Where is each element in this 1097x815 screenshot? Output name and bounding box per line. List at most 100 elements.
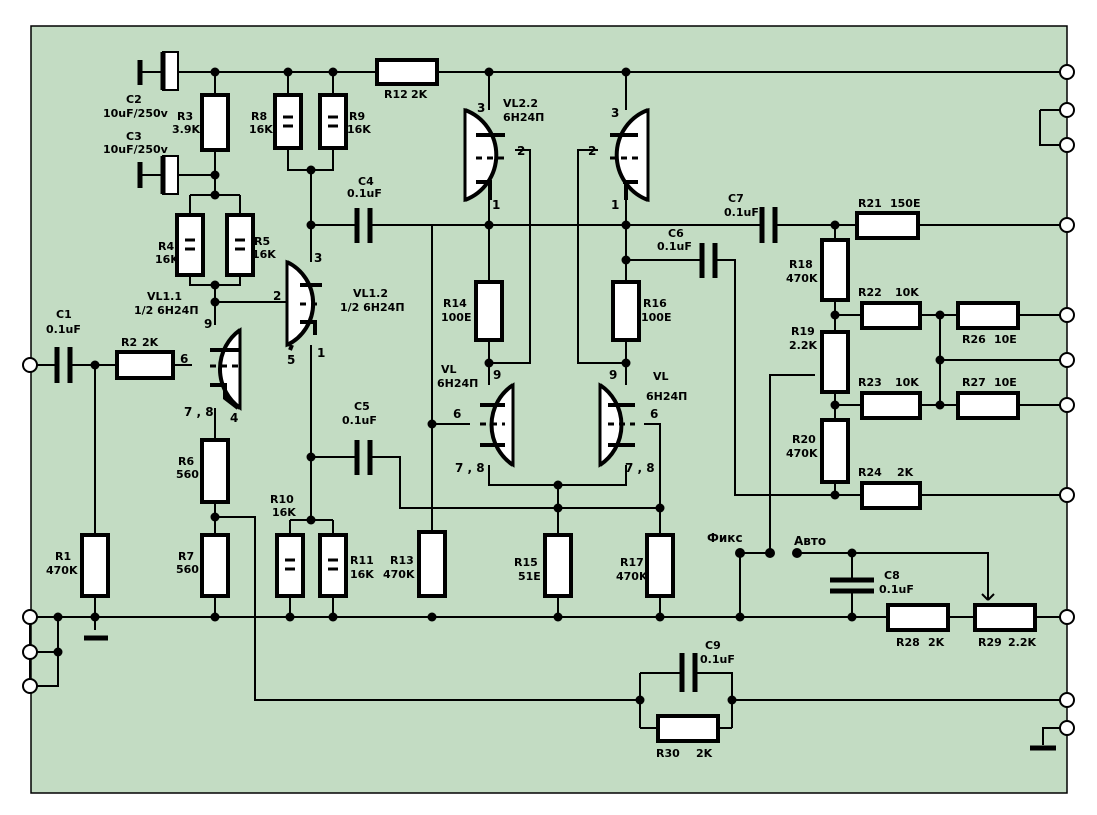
tube-vl-left [480,382,515,468]
label-c1-ref: C1 [56,308,72,321]
label-r17-ref: R17 [620,556,644,569]
label-r1-val: 470K [46,564,78,577]
label-r26-ref: R26 [962,333,986,346]
label-c8-val: 0.1uF [879,583,914,596]
label-r5-val: 16K [252,248,276,261]
svg-text:1: 1 [317,346,325,360]
label-r30-ref: R30 [656,747,680,760]
label-r12-ref: R12 [384,88,408,101]
svg-text:2: 2 [588,144,596,158]
resistor-r1 [80,533,110,598]
label-r3-val: 3.9K [172,123,200,136]
label-c9-ref: C9 [705,639,721,652]
label-c5-ref: C5 [354,400,370,413]
resistor-r27 [956,391,1020,420]
svg-text:6: 6 [180,352,188,366]
resistor-r6 [200,438,230,504]
label-r16-ref: R16 [643,297,667,310]
label-c7-val: 0.1uF [724,206,759,219]
resistor-r28 [886,603,950,632]
label-vl-left-name: VL [441,363,457,376]
capacitors [54,51,874,692]
terminals [22,64,1075,736]
label-r4-ref: R4 [158,240,174,253]
label-r11-ref: R11 [350,554,374,567]
capacitor-c4 [354,208,373,243]
label-r28-ref: R28 [896,636,920,649]
resistor-r13 [417,530,447,598]
label-r18-val: 470K [786,272,818,285]
label-r21-val: 150E [890,197,920,210]
capacitor-c2 [140,51,179,91]
label-c9-val: 0.1uF [700,653,735,666]
label-vl1-1-type: 1/2 6H24П [134,304,199,317]
label-r18-ref: R18 [789,258,813,271]
label-r6-ref: R6 [178,455,194,468]
resistor-r2 [115,350,175,380]
tube-vl2-1 [610,107,650,203]
svg-text:6: 6 [453,407,461,421]
label-r19-ref: R19 [791,325,815,338]
label-r28-val: 2K [928,636,945,649]
resistor-r16 [611,280,641,342]
svg-text:3: 3 [314,251,322,265]
tube-vl1-2 [285,259,322,351]
label-r2-val: 2K [142,336,159,349]
capacitor-c6 [699,243,718,278]
label-r30-val: 2K [696,747,713,760]
resistor-r19 [820,330,850,394]
resistor-r5 [225,213,255,277]
resistor-r30 [656,714,720,743]
label-r22-val: 10K [895,286,919,299]
ground-symbols [84,60,1056,751]
resistor-r29 [973,603,1037,632]
label-r27-val: 10E [994,376,1017,389]
label-r27-ref: R27 [962,376,986,389]
svg-text:7 , 8: 7 , 8 [184,405,214,419]
label-r14-ref: R14 [443,297,467,310]
label-r20-val: 470K [786,447,818,460]
resistor-r26 [956,301,1020,330]
label-r23-ref: R23 [858,376,882,389]
tube-vl2-2 [463,107,505,203]
svg-text:9: 9 [204,317,212,331]
label-r14-val: 100E [441,311,471,324]
capacitor-c1 [54,347,73,383]
label-r29-val: 2.2K [1008,636,1036,649]
label-r12-val: 2K [411,88,428,101]
label-vl-right-type: 6H24П [646,390,687,403]
label-r13-val: 470K [383,568,415,581]
resistor-r18 [820,238,850,302]
capacitor-c9 [679,653,698,692]
junction-dots [53,67,945,705]
label-r26-val: 10E [994,333,1017,346]
resistors [80,58,1037,743]
label-r9-ref: R9 [349,110,365,123]
label-r19-val: 2.2K [789,339,817,352]
label-vl-left-type: 6H24П [437,377,478,390]
label-vl1-1-name: VL1.1 [147,290,182,303]
svg-text:6: 6 [650,407,658,421]
switch-labels: Фикс Авто [707,531,826,548]
label-r7-val: 560 [176,563,199,576]
label-c2-ref: C2 [126,93,142,106]
svg-text:4: 4 [230,411,238,425]
label-r5-ref: R5 [254,235,270,248]
label-r17-val: 470K [616,570,648,583]
label-r2-ref: R2 [121,336,137,349]
label-fix: Фикс [707,531,743,545]
resistor-r7 [200,533,230,598]
svg-text:5: 5 [287,353,295,367]
resistor-r22 [860,301,922,330]
label-vl1-2-type: 1/2 6H24П [340,301,405,314]
component-labels: C1 0.1uF C2 10uF/250v C3 10uF/250v C4 0.… [46,88,1036,760]
label-vl2-2-name: VL2.2 [503,97,538,110]
label-r1-ref: R1 [55,550,71,563]
resistor-r3 [200,93,230,152]
svg-text:2: 2 [517,144,525,158]
label-r22-ref: R22 [858,286,882,299]
svg-text:9: 9 [493,368,501,382]
resistor-r4 [175,213,205,277]
resistor-r8 [273,93,303,150]
